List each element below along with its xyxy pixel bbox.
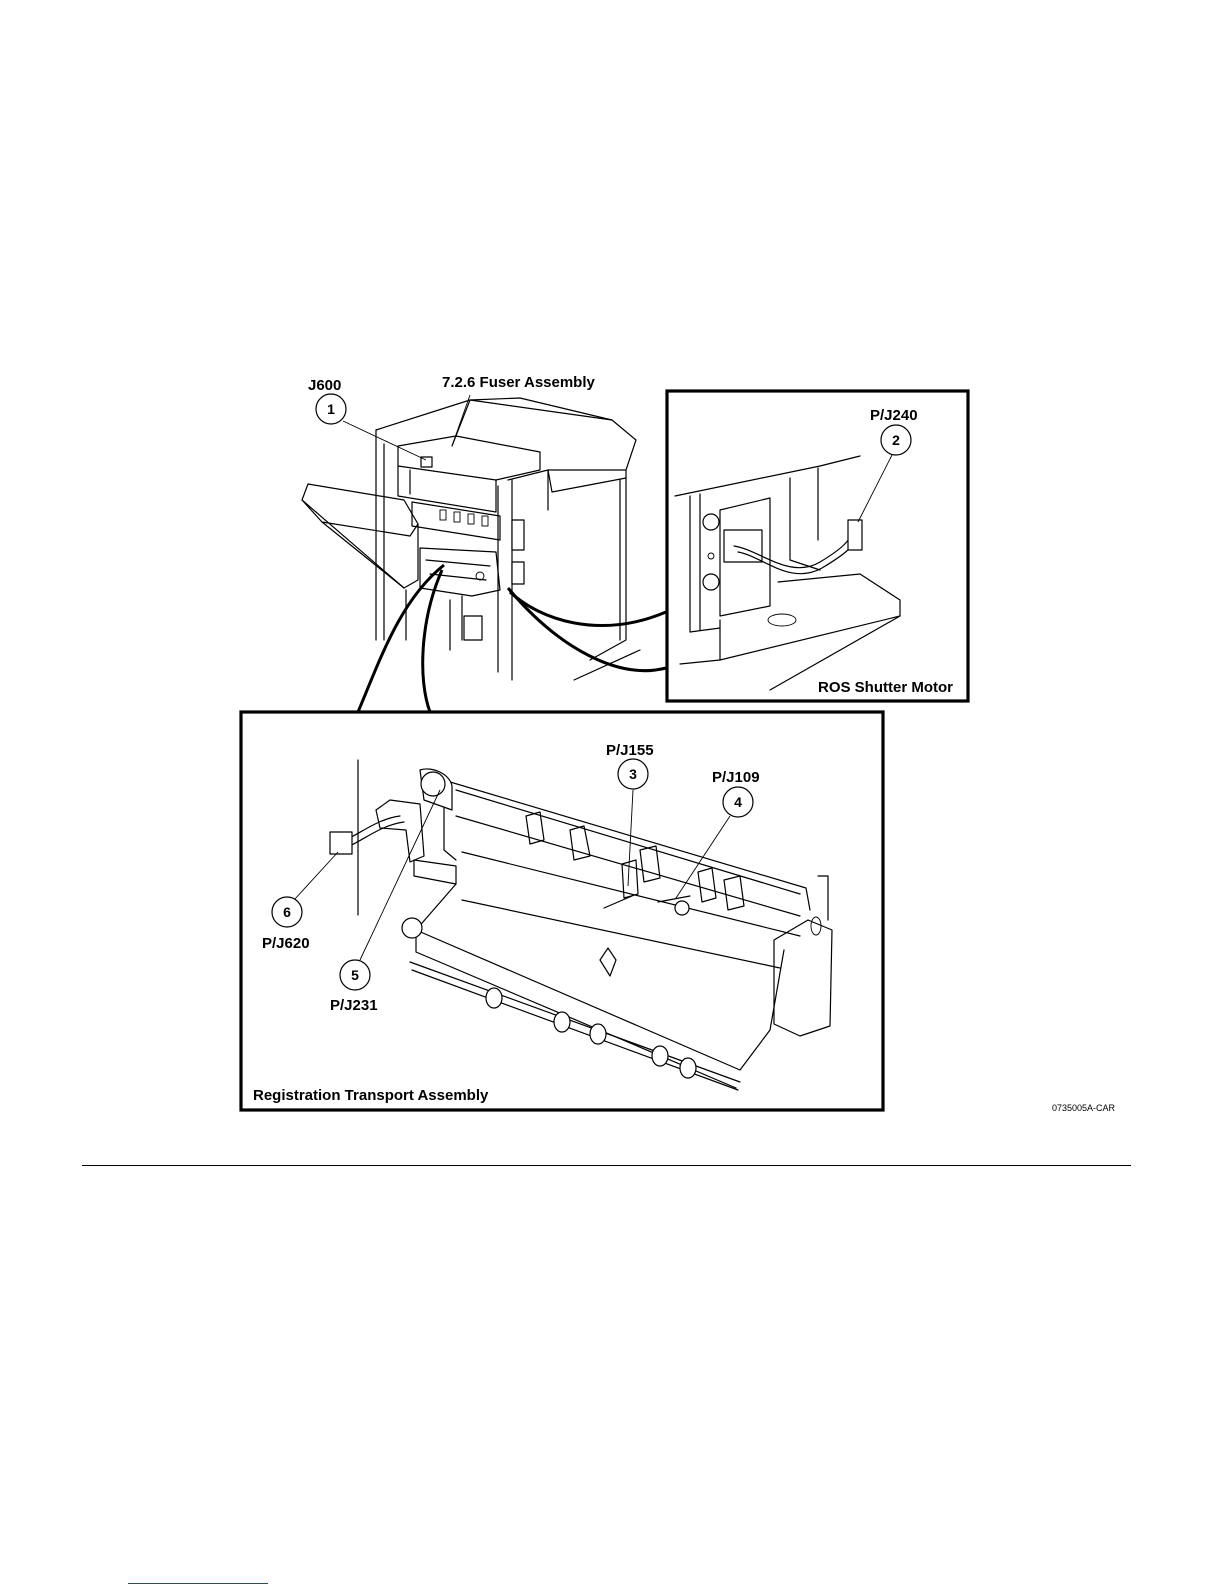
- label-fuser-assembly: 7.2.6 Fuser Assembly: [442, 374, 596, 391]
- label-pj620: P/J620: [262, 935, 310, 952]
- label-pj231: P/J231: [330, 997, 378, 1014]
- callout-5: 5: [340, 790, 440, 990]
- registration-transport-inset: 3 P/J155 4 P/J109 6 P/J620 5 P/J231 Regi…: [241, 565, 883, 1110]
- svg-text:6: 6: [283, 904, 291, 920]
- label-pj155: P/J155: [606, 742, 654, 759]
- section-divider: [82, 1165, 1131, 1166]
- label-pj240: P/J240: [870, 407, 918, 424]
- svg-text:1: 1: [327, 401, 335, 417]
- printer-illustration: [302, 398, 640, 680]
- figure-code: 0735005A-CAR: [1052, 1103, 1116, 1113]
- label-ros-shutter-motor: ROS Shutter Motor: [818, 679, 953, 696]
- callout-6: 6: [272, 852, 338, 927]
- svg-text:5: 5: [351, 967, 359, 983]
- svg-text:3: 3: [629, 766, 637, 782]
- ros-shutter-motor-inset: 2 P/J240 ROS Shutter Motor: [667, 391, 968, 701]
- callout-1: 1: [316, 394, 426, 460]
- label-j600: J600: [308, 377, 341, 394]
- svg-text:2: 2: [892, 432, 900, 448]
- svg-text:4: 4: [734, 794, 742, 810]
- label-registration-transport-assembly: Registration Transport Assembly: [253, 1087, 489, 1104]
- callout-2: 2: [858, 425, 911, 522]
- label-pj109: P/J109: [712, 769, 760, 786]
- callout-4: 4: [676, 787, 753, 898]
